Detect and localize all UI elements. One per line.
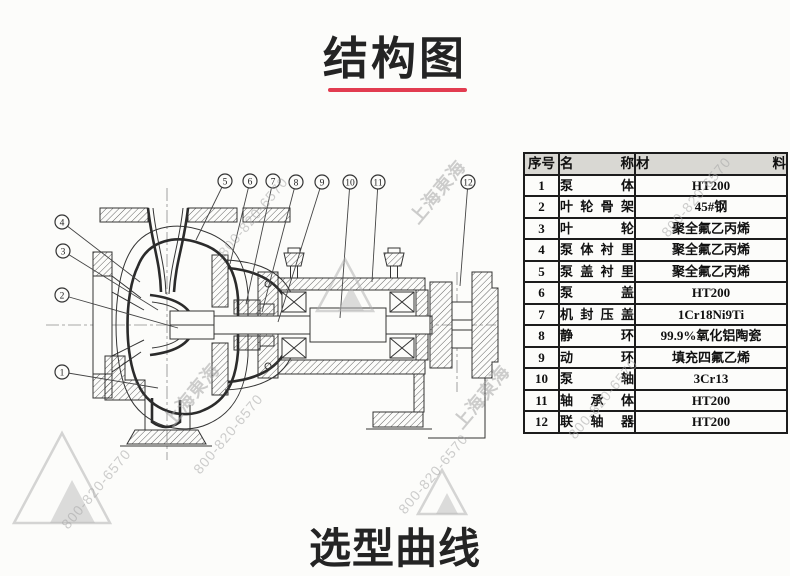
row-part-name: 静环	[558, 324, 636, 348]
row-seq: 11	[523, 388, 560, 412]
header-name: 名称	[558, 152, 636, 176]
svg-text:11: 11	[373, 178, 382, 188]
row-material: 99.9%氧化铝陶瓷	[634, 324, 788, 348]
svg-text:4: 4	[60, 218, 65, 228]
svg-text:10: 10	[345, 178, 355, 188]
row-seq: 10	[523, 367, 560, 391]
row-material: 3Cr13	[634, 367, 788, 391]
row-seq: 7	[523, 302, 560, 326]
svg-text:5: 5	[223, 177, 228, 187]
impeller	[149, 293, 215, 357]
svg-text:7: 7	[271, 177, 276, 187]
svg-text:12: 12	[463, 178, 473, 188]
svg-text:1: 1	[60, 368, 65, 378]
callout-2: 2	[54, 287, 179, 329]
row-part-name: 泵体	[558, 173, 636, 197]
row-seq: 6	[523, 281, 560, 305]
coupling	[429, 271, 499, 379]
row-part-name: 联轴器	[558, 410, 636, 434]
callout-1: 1	[54, 364, 159, 389]
discharge-flange	[99, 207, 291, 295]
header-material: 材料	[634, 152, 788, 176]
callout-10: 10	[339, 174, 358, 319]
header-seq: 序号	[523, 152, 560, 176]
row-seq: 8	[523, 324, 560, 348]
table-header-row: 序号 名称 材料	[523, 152, 788, 176]
row-part-name: 轴承体	[558, 388, 636, 412]
grease-cup-left	[283, 247, 305, 279]
callout-7: 7	[245, 173, 281, 305]
callout-8: 8	[261, 174, 304, 313]
svg-text:9: 9	[320, 178, 325, 188]
pump-shaft	[213, 307, 433, 343]
row-part-name: 机封压盖	[558, 302, 636, 326]
callout-12: 12	[459, 174, 476, 287]
row-part-name: 泵盖衬里	[558, 259, 636, 283]
row-seq: 12	[523, 410, 560, 434]
row-material: HT200	[634, 173, 788, 197]
title-underline-accent	[328, 88, 467, 92]
row-material: HT200	[634, 388, 788, 412]
grease-cup-right	[383, 247, 405, 279]
row-material: HT200	[634, 281, 788, 305]
callout-9: 9	[277, 174, 330, 323]
row-material: 聚全氟乙丙烯	[634, 238, 788, 262]
next-section-title: 选型曲线	[308, 525, 481, 572]
row-part-name: 泵盖	[558, 281, 636, 305]
row-material: 填充四氟乙烯	[634, 345, 788, 369]
row-part-name: 动环	[558, 345, 636, 369]
row-material: 聚全氟乙丙烯	[634, 259, 788, 283]
row-part-name: 叶轮骨架	[558, 195, 636, 219]
row-seq: 2	[523, 195, 560, 219]
row-seq: 9	[523, 345, 560, 369]
svg-text:2: 2	[60, 291, 65, 301]
row-part-name: 泵体衬里	[558, 238, 636, 262]
row-part-name: 叶轮	[558, 216, 636, 240]
callout-3: 3	[55, 243, 159, 311]
row-seq: 1	[523, 173, 560, 197]
ball-bearings	[281, 291, 415, 359]
page-title: 结构图	[322, 33, 467, 84]
row-seq: 4	[523, 238, 560, 262]
svg-text:3: 3	[61, 247, 66, 257]
svg-text:8: 8	[294, 178, 299, 188]
row-material: 45#钢	[634, 195, 788, 219]
callout-6: 6	[229, 173, 258, 265]
row-material: HT200	[634, 410, 788, 434]
row-seq: 3	[523, 216, 560, 240]
callout-11: 11	[370, 174, 386, 283]
row-seq: 5	[523, 259, 560, 283]
callout-5: 5	[195, 173, 233, 241]
bearing-housing	[213, 247, 433, 379]
row-material: 聚全氟乙丙烯	[634, 216, 788, 240]
row-material: 1Cr18Ni9Ti	[634, 302, 788, 326]
support-feet	[104, 355, 486, 447]
row-part-name: 泵轴	[558, 367, 636, 391]
svg-text:6: 6	[248, 177, 253, 187]
callout-4: 4	[54, 214, 141, 283]
